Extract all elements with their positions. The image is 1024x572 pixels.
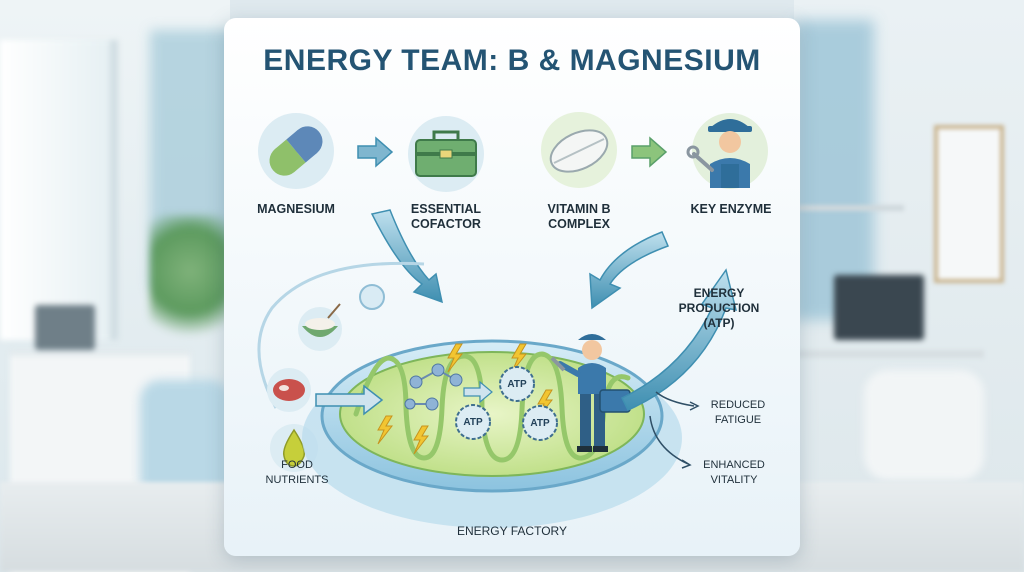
toolbox-icon	[408, 116, 484, 192]
background-desk-right	[794, 350, 984, 358]
magnesium-label: MAGNESIUM	[257, 202, 335, 216]
rice-bowl-icon	[298, 303, 342, 351]
arrow-food-into-factory	[315, 384, 384, 416]
background-shelf	[794, 205, 904, 211]
nutrient-flow-line	[257, 261, 425, 409]
mitochondrion-energy-factory	[302, 339, 682, 528]
magnesium-capsule-icon	[258, 113, 334, 189]
atp-label: ATP	[530, 418, 550, 429]
molecule-icon	[404, 363, 463, 411]
background-window	[0, 40, 118, 340]
key-enzyme-label: KEY ENZYME	[690, 202, 772, 216]
arrow-right-icon	[357, 136, 394, 168]
background-laptop	[35, 305, 95, 350]
arrow-enzyme-to-factory	[589, 231, 670, 310]
diagram-artwork	[257, 112, 768, 528]
atp-label: ATP	[507, 379, 527, 390]
energy-factory-label: ENERGY FACTORY	[456, 524, 568, 538]
background-plant	[150, 215, 230, 355]
arrow-energy-output	[620, 268, 738, 411]
background-monitor	[834, 275, 924, 340]
bubble-icon	[359, 284, 385, 310]
arrow-head-vitality	[681, 459, 692, 469]
steak-icon	[267, 368, 311, 412]
engineer-icon	[686, 113, 768, 189]
page-title: ENERGY TEAM: B & MAGNESIUM	[263, 44, 761, 77]
background-anatomy-poster	[934, 125, 1004, 283]
atp-label: ATP	[463, 417, 483, 428]
atp-gear-icon	[455, 366, 558, 441]
arrow-head-fatigue	[689, 401, 700, 411]
arrow-right-green-icon	[631, 136, 668, 168]
vitamin-tablet-icon	[541, 112, 617, 188]
background-chair-right	[864, 370, 984, 480]
worker-with-toolbox-icon	[550, 334, 631, 452]
infographic-card: ENERGY TEAM: B & MAGNESIUM MAGNESIUM ESS…	[224, 18, 800, 556]
arrow-molecule-to-atp	[463, 380, 493, 404]
background-blue-panel-right	[794, 20, 874, 320]
arrow-magnesium-to-factory	[370, 209, 444, 304]
background-chair	[140, 380, 230, 500]
lightning-bolt-icon	[377, 343, 554, 455]
arrow-to-reduced-fatigue	[655, 391, 695, 407]
